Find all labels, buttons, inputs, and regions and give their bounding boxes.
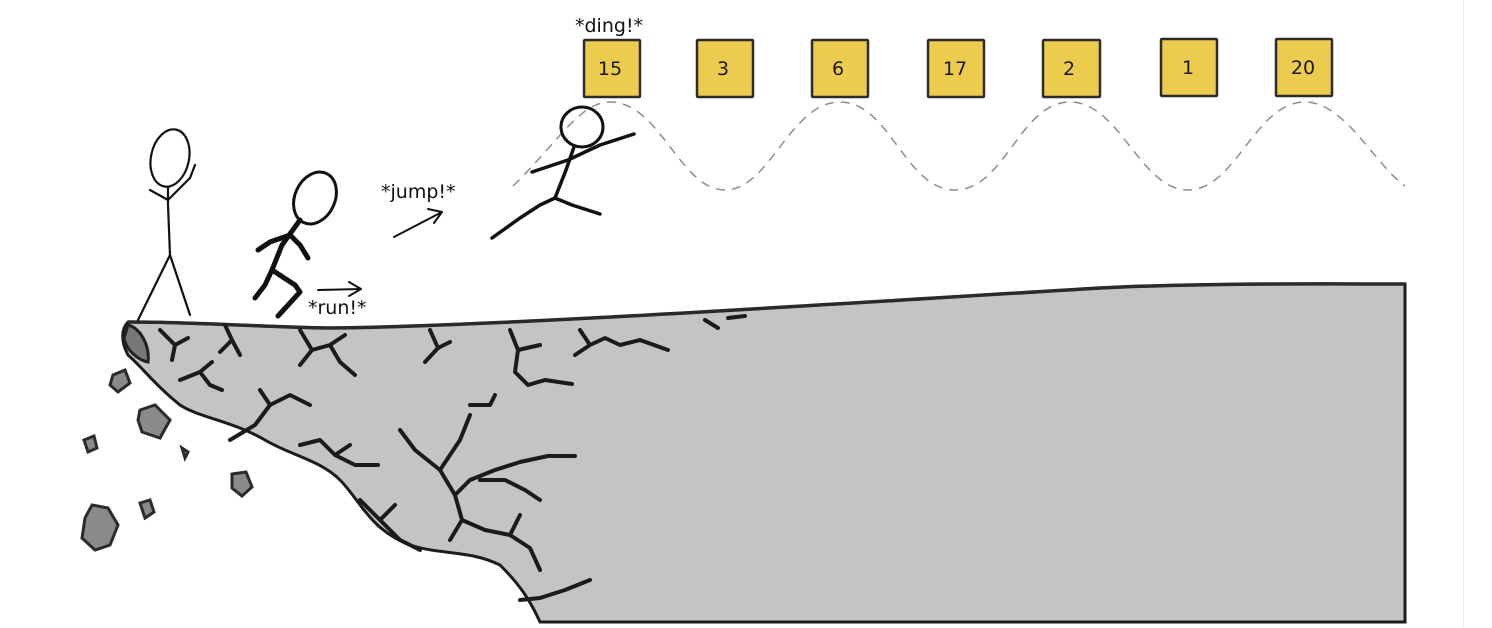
rock <box>179 444 190 463</box>
falling-rocks <box>80 368 254 552</box>
coin-block-3[interactable]: 6 <box>810 38 870 99</box>
coin-block-value: 15 <box>598 58 622 80</box>
coin-block-value: 6 <box>832 58 844 80</box>
jump-label: *jump!* <box>381 181 456 203</box>
coin-block-value: 2 <box>1063 58 1075 80</box>
coin-block-value: 1 <box>1182 57 1194 79</box>
arrow-right-icon <box>317 281 362 297</box>
arrow-up-right-icon <box>393 208 443 238</box>
coin-block-4[interactable]: 17 <box>926 38 986 99</box>
coin-block-value: 20 <box>1291 57 1315 79</box>
rock <box>138 498 156 521</box>
coin-block-7[interactable]: 20 <box>1274 37 1334 98</box>
stick-figure-jumping-icon <box>490 105 636 240</box>
coin-block-5[interactable]: 2 <box>1041 38 1102 99</box>
coin-block-6[interactable]: 1 <box>1159 37 1219 98</box>
ding-label: *ding!* <box>575 15 643 37</box>
stick-figure-running-icon <box>252 170 338 319</box>
scrollbar-edge <box>1463 0 1464 628</box>
rock <box>230 470 254 498</box>
run-label: *run!* <box>308 297 367 319</box>
rock <box>82 433 99 455</box>
rock <box>136 403 172 440</box>
block-row: 15 3 6 17 2 1 20 <box>582 37 1334 99</box>
stick-figure-standing-icon <box>136 128 197 322</box>
cliff-body <box>121 282 1407 624</box>
rock <box>80 503 120 552</box>
jump-trajectory <box>512 101 1406 191</box>
rock <box>108 368 132 394</box>
coin-block-1[interactable]: 15 <box>582 38 642 99</box>
cliff-edge-highlight <box>127 282 1406 330</box>
cliff <box>80 282 1407 624</box>
cliff-tip <box>122 323 150 364</box>
cliff-cracks <box>158 314 747 602</box>
coin-block-value: 17 <box>943 58 967 80</box>
coin-block-value: 3 <box>717 58 729 80</box>
coin-block-2[interactable]: 3 <box>695 38 755 99</box>
